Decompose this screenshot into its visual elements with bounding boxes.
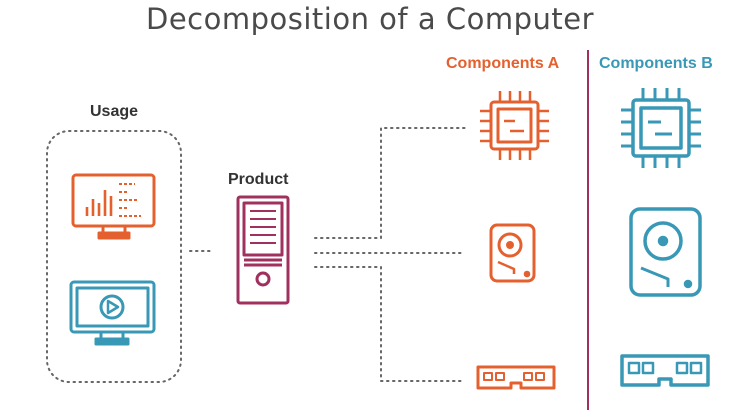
video-monitor-icon [69, 280, 156, 346]
connector-lines [189, 127, 466, 382]
cpu-chip-icon [480, 91, 549, 160]
usage-label: Usage [90, 103, 139, 120]
analytics-monitor-icon [71, 173, 156, 240]
hard-drive-icon [629, 207, 702, 297]
product-label: Product [228, 171, 289, 188]
usage-group-box [46, 130, 182, 383]
server-tower-icon [236, 195, 290, 305]
components-b-label: Components B [599, 55, 713, 72]
cpu-chip-icon [621, 88, 701, 168]
page-title: Decomposition of a Computer [145, 2, 595, 36]
product-to-ram-connector [314, 266, 466, 382]
hard-drive-icon [489, 223, 536, 283]
product-to-cpu-connector [314, 127, 466, 239]
ram-module-icon [620, 354, 710, 387]
ram-module-icon [476, 365, 556, 390]
components-a-label: Components A [446, 55, 560, 72]
